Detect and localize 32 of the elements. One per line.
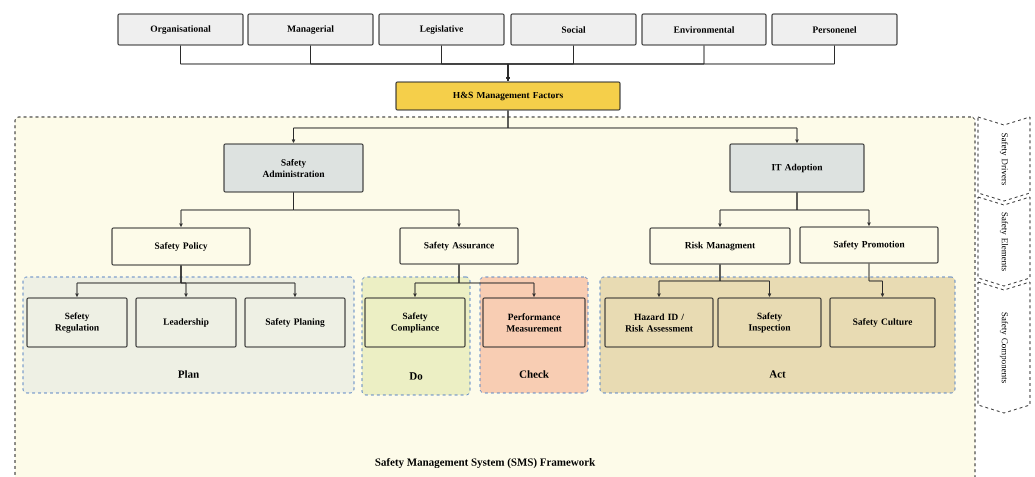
process-box: Safety Culture xyxy=(829,297,936,348)
level-label-band: Safety Components xyxy=(977,281,1031,414)
arrow xyxy=(293,192,461,227)
arrow xyxy=(180,265,297,297)
arrow xyxy=(458,264,536,297)
arrow xyxy=(506,45,835,81)
arrow xyxy=(796,192,871,226)
process-box: H&S Management Factors xyxy=(395,81,621,111)
process-box: Safety Promotion xyxy=(799,226,939,264)
level-label-band: Safety Elements xyxy=(977,196,1031,287)
process-box: Risk Managment xyxy=(649,227,791,265)
process-box: Safety Compliance xyxy=(364,297,466,348)
arrow xyxy=(868,263,885,297)
process-box: IT Adoption xyxy=(729,143,865,193)
process-box: Legislative xyxy=(378,13,505,46)
arrow xyxy=(719,264,772,297)
process-box: Social xyxy=(510,13,637,46)
process-box: Hazard ID / Risk Assessment xyxy=(604,297,714,348)
level-label-band: Safety Drivers xyxy=(977,116,1031,202)
process-box: Managerial xyxy=(247,13,374,46)
process-box: Sefety Regulation xyxy=(26,297,128,348)
process-box: Safety Planing xyxy=(244,297,346,348)
process-box: Environmental xyxy=(641,13,767,46)
process-box: Safety Policy xyxy=(111,227,251,266)
process-box: Performance Measurement xyxy=(482,297,586,348)
process-box: Leadership xyxy=(135,297,237,348)
process-box: Safety Inspection xyxy=(717,297,822,348)
arrow xyxy=(507,110,799,143)
process-box: Personenel xyxy=(771,13,898,46)
process-box: Safety Administration xyxy=(223,143,364,193)
process-box: Safety Assurance xyxy=(399,227,519,265)
process-box: Organisational xyxy=(117,13,244,46)
